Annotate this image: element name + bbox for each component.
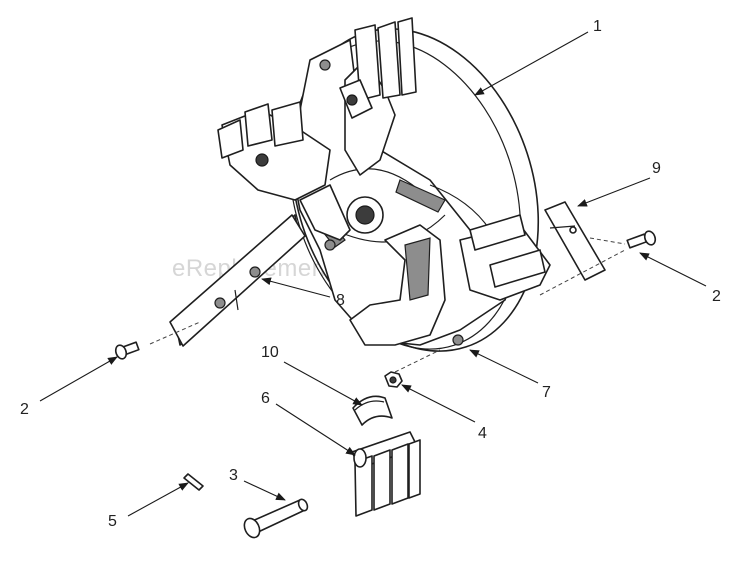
callouts: 1 9 2 8 10 7 2 6 4 3 5: [20, 18, 721, 530]
part-2-screw-right: [626, 230, 657, 249]
callout-5: 5: [108, 513, 117, 530]
part-2-screw-left: [114, 341, 140, 360]
callout-3: 3: [229, 467, 238, 484]
leader-8: [261, 277, 331, 298]
callout-2-right: 2: [712, 288, 721, 305]
leader-lines: [39, 31, 707, 517]
part-3-pin: [243, 498, 309, 539]
jaw-right: [459, 214, 551, 301]
callout-8: 8: [336, 292, 345, 309]
assembly-lines: [149, 237, 626, 373]
callout-10: 10: [261, 344, 279, 361]
leader-2-left: [39, 356, 118, 402]
part-8-jaw-plate: [169, 214, 306, 347]
jaw-bottom: [349, 224, 464, 346]
leader-1: [474, 31, 589, 96]
callout-6: 6: [261, 390, 270, 407]
leader-3: [243, 480, 286, 501]
part-6-jaw-insert: [351, 431, 421, 517]
jaw-left: [217, 101, 351, 251]
leader-5: [127, 482, 189, 517]
leader-7: [469, 349, 539, 384]
jaw-top: [319, 17, 417, 176]
callout-2-left: 2: [20, 401, 29, 418]
leader-6: [275, 403, 356, 456]
callout-9: 9: [652, 160, 661, 177]
leader-9: [577, 177, 651, 207]
leader-4: [401, 384, 476, 423]
callout-7: 7: [542, 384, 551, 401]
leader-2-right: [639, 252, 707, 287]
callout-1: 1: [593, 18, 602, 35]
part-4-nut: [384, 371, 403, 388]
leader-10: [283, 361, 363, 406]
part-9-plate: [544, 201, 606, 281]
part-10-sleeve: [352, 395, 393, 426]
part-5-roll-pin: [183, 473, 204, 491]
callout-4: 4: [478, 425, 487, 442]
